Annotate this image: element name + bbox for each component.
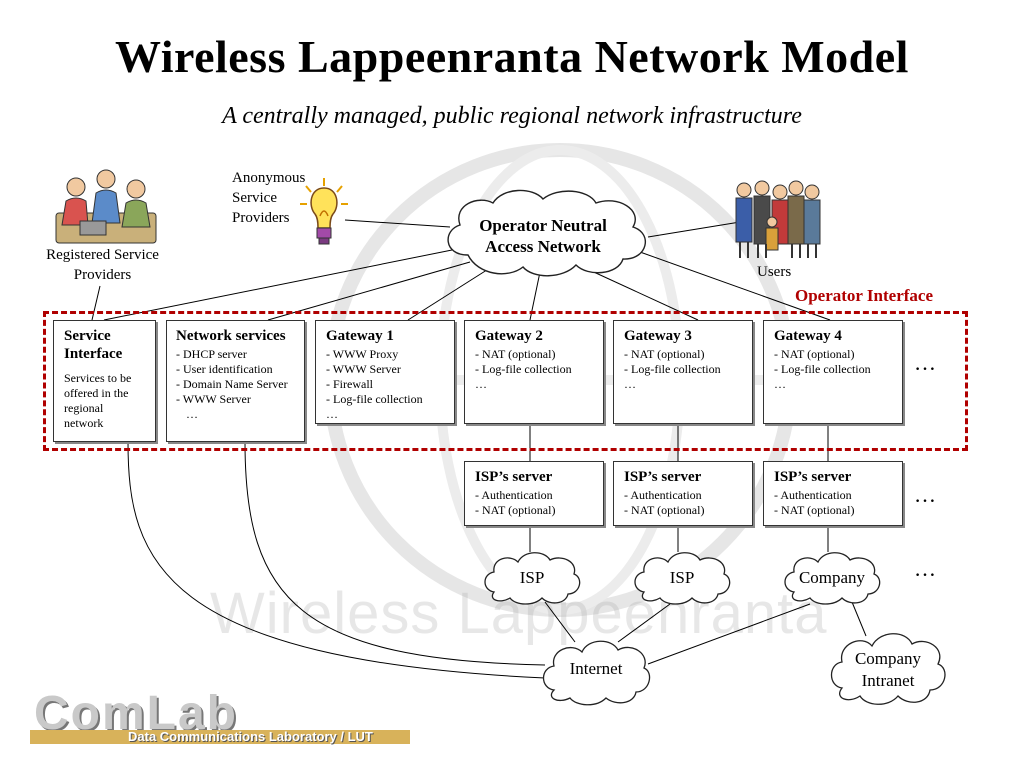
company-intranet-label-line-1: Company xyxy=(854,649,922,668)
isp-cloud-2 xyxy=(634,552,731,605)
service-interface-note-line-2: offered in the xyxy=(64,386,129,400)
registered-providers-label: Registered Service Providers xyxy=(30,245,175,285)
network-services-list: DHCP server User identification Domain N… xyxy=(176,347,296,422)
page-subtitle: A centrally managed, public regional net… xyxy=(222,103,802,129)
gateway-1-title: Gateway 1 xyxy=(326,328,394,344)
list-item: NAT (optional) xyxy=(624,347,744,362)
list-item: WWW Proxy xyxy=(326,347,446,362)
isp-server-2-list: Authentication NAT (optional) xyxy=(624,488,744,518)
anonymous-providers-label-line-2: Service xyxy=(232,190,277,206)
gateway-2-list: NAT (optional) Log-file collection … xyxy=(475,347,595,392)
gateway-1-box: Gateway 1 WWW Proxy WWW Server Firewall … xyxy=(315,320,455,424)
users-illustration xyxy=(735,180,821,258)
lightbulb-icon xyxy=(300,178,348,245)
access-network-cloud xyxy=(447,189,646,277)
isp-cloud-1-label: ISP xyxy=(519,568,545,587)
internet-cloud-label: Internet xyxy=(569,659,623,678)
list-item: Firewall xyxy=(326,377,446,392)
list-item: NAT (optional) xyxy=(774,347,894,362)
access-network-label-line-1: Operator Neutral xyxy=(479,216,607,235)
list-item: Log-file collection xyxy=(326,392,446,407)
access-network-label: Operator Neutral Access Network xyxy=(438,215,648,257)
list-item: NAT (optional) xyxy=(624,503,744,518)
access-network-label-line-2: Access Network xyxy=(485,237,601,256)
isp-cloud-1 xyxy=(484,552,581,605)
list-item: Authentication xyxy=(624,488,744,503)
company-cloud-label: Company xyxy=(798,568,866,587)
gateway-3-title: Gateway 3 xyxy=(624,328,692,344)
comlab-logo-tagline-bar xyxy=(30,730,410,744)
gateway-4-title: Gateway 4 xyxy=(774,328,842,344)
comlab-logo-tagline: Data Communications Laboratory / LUT xyxy=(128,729,373,744)
gateway-4-box: Gateway 4 NAT (optional) Log-file collec… xyxy=(763,320,903,424)
isp-server-1-title: ISP’s server xyxy=(475,469,553,485)
isp-server-2-title: ISP’s server xyxy=(624,469,702,485)
network-services-box: Network services DHCP server User identi… xyxy=(166,320,305,442)
list-item-more: … xyxy=(774,377,786,391)
company-cloud xyxy=(784,552,881,605)
anonymous-providers-label-line-1: Anonymous xyxy=(232,170,306,186)
isp-server-3-box: ISP’s server Authentication NAT (optiona… xyxy=(763,461,903,526)
company-intranet-cloud xyxy=(830,633,946,705)
service-interface-title-line-1: Service xyxy=(64,328,111,344)
service-interface-note-line-4: network xyxy=(64,416,104,430)
comlab-logo: ComLab Data Communications Laboratory / … xyxy=(30,687,410,750)
registered-providers-label-line-1: Registered Service xyxy=(46,247,159,263)
page-title: Wireless Lappeenranta Network Model xyxy=(115,31,909,82)
list-item: Authentication xyxy=(774,488,894,503)
gateway-1-list: WWW Proxy WWW Server Firewall Log-file c… xyxy=(326,347,446,422)
anonymous-providers-label: Anonymous Service Providers xyxy=(232,168,305,228)
gateway-2-title: Gateway 2 xyxy=(475,328,543,344)
list-item-more: … xyxy=(186,407,198,421)
service-interface-title-line-2: Interface xyxy=(64,346,123,362)
service-interface-note: Services to be offered in the regional n… xyxy=(64,371,147,431)
list-item: DHCP server xyxy=(176,347,296,362)
gateway-3-box: Gateway 3 NAT (optional) Log-file collec… xyxy=(613,320,753,424)
list-item: NAT (optional) xyxy=(774,503,894,518)
more-isp-servers-ellipsis: … xyxy=(914,482,938,507)
network-services-title: Network services xyxy=(176,328,286,344)
list-item: WWW Server xyxy=(176,392,296,407)
operator-interface-border xyxy=(43,311,968,451)
company-intranet-label-line-2: Intranet xyxy=(861,671,915,690)
isp-cloud-2-label: ISP xyxy=(669,568,695,587)
gateway-4-list: NAT (optional) Log-file collection … xyxy=(774,347,894,392)
service-interface-title: Service Interface xyxy=(64,327,147,363)
isp-server-3-list: Authentication NAT (optional) xyxy=(774,488,894,518)
list-item: Log-file collection xyxy=(624,362,744,377)
more-networks-ellipsis: … xyxy=(914,556,938,581)
list-item: Authentication xyxy=(475,488,595,503)
operator-interface-label: Operator Interface xyxy=(795,286,933,305)
service-interface-note-line-3: regional xyxy=(64,401,104,415)
list-item: Domain Name Server xyxy=(176,377,296,392)
isp-server-1-box: ISP’s server Authentication NAT (optiona… xyxy=(464,461,604,526)
internet-cloud xyxy=(542,640,651,706)
isp-server-1-list: Authentication NAT (optional) xyxy=(475,488,595,518)
list-item: Log-file collection xyxy=(774,362,894,377)
registered-providers-illustration xyxy=(55,169,157,244)
service-interface-note-line-1: Services to be xyxy=(64,371,132,385)
list-item: User identification xyxy=(176,362,296,377)
list-item-more: … xyxy=(475,377,487,391)
list-item: NAT (optional) xyxy=(475,503,595,518)
gateway-3-list: NAT (optional) Log-file collection … xyxy=(624,347,744,392)
users-label: Users xyxy=(757,264,792,280)
service-interface-box: Service Interface Services to be offered… xyxy=(53,320,156,442)
list-item-more: … xyxy=(624,377,636,391)
company-intranet-label: Company Intranet xyxy=(826,648,950,692)
list-item: Log-file collection xyxy=(475,362,595,377)
list-item: WWW Server xyxy=(326,362,446,377)
isp-server-3-title: ISP’s server xyxy=(774,469,852,485)
registered-providers-label-line-2: Providers xyxy=(73,267,132,283)
gateway-2-box: Gateway 2 NAT (optional) Log-file collec… xyxy=(464,320,604,424)
list-item-more: … xyxy=(326,407,338,421)
more-gateways-ellipsis: … xyxy=(914,350,938,375)
isp-server-2-box: ISP’s server Authentication NAT (optiona… xyxy=(613,461,753,526)
list-item: NAT (optional) xyxy=(475,347,595,362)
anonymous-providers-label-line-3: Providers xyxy=(232,210,290,226)
